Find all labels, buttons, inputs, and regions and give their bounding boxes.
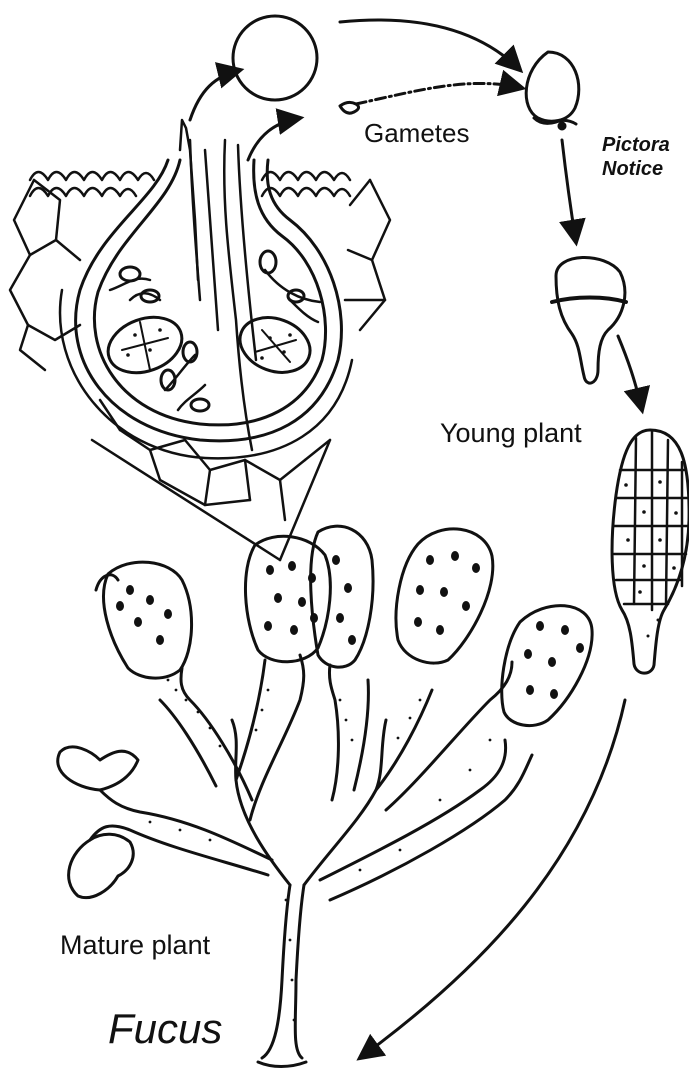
fertilized-egg: [526, 52, 579, 121]
arrow-egg-to-zygote: [340, 20, 520, 70]
watermark-line-1: Pictora: [602, 133, 670, 157]
sperm-dot: [559, 123, 565, 129]
cycle-arrows: [190, 20, 642, 1058]
arrow-conceptacle-to-sperm: [248, 118, 300, 160]
mature-plant: [58, 526, 592, 1066]
arrow-germling-to-young: [618, 336, 642, 410]
receptacle-5: [502, 606, 592, 726]
conceptacle-section: [10, 120, 390, 560]
arrow-sperm-to-zygote: [356, 83, 522, 104]
watermark-text: Pictora Notice: [602, 133, 670, 181]
label-mature-plant: Mature plant: [60, 930, 210, 961]
arrow-zygote-to-germling: [562, 140, 576, 242]
egg-cell: [233, 16, 317, 100]
label-gametes: Gametes: [364, 118, 470, 149]
receptacle-2: [245, 536, 330, 661]
arrow-conceptacle-to-egg: [190, 70, 240, 120]
germling: [552, 257, 626, 383]
diagram-title: Fucus: [108, 1005, 222, 1053]
gametes-group: [233, 16, 579, 129]
young-plant: [612, 430, 689, 673]
watermark-line-2: Notice: [602, 157, 670, 181]
label-young-plant: Young plant: [440, 418, 582, 449]
